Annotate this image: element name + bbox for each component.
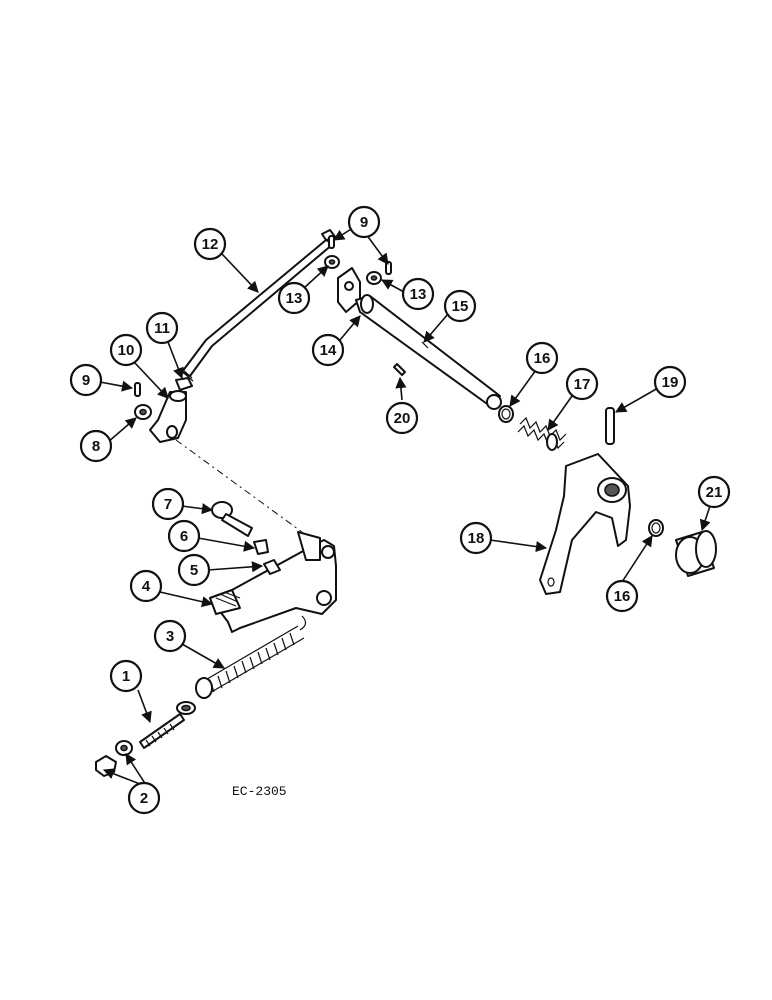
callout-11: 11 xyxy=(145,311,179,345)
callout-4: 4 xyxy=(129,569,163,603)
svg-text:15: 15 xyxy=(452,298,469,315)
part-washer-8 xyxy=(134,404,152,420)
svg-text:4: 4 xyxy=(142,578,151,595)
callout-19: 19 xyxy=(653,365,687,399)
part-nuts-2 xyxy=(95,740,133,777)
callout-9-upper: 9 xyxy=(347,205,381,239)
svg-text:11: 11 xyxy=(154,320,170,337)
svg-text:3: 3 xyxy=(166,628,174,645)
svg-text:21: 21 xyxy=(706,484,723,501)
callout-8: 8 xyxy=(79,429,113,463)
svg-text:7: 7 xyxy=(164,496,172,513)
callout-12: 12 xyxy=(193,227,227,261)
part-shaft-15 xyxy=(337,267,502,410)
callout-16-lower: 16 xyxy=(605,579,639,613)
svg-text:2: 2 xyxy=(140,790,148,807)
callout-9-left: 9 xyxy=(69,363,103,397)
callout-20: 20 xyxy=(385,401,419,435)
callout-6: 6 xyxy=(167,519,201,553)
part-washer-13 xyxy=(324,255,382,285)
svg-text:5: 5 xyxy=(190,562,198,579)
part-ring-16-lower xyxy=(648,519,664,537)
part-ring-16-upper xyxy=(498,405,514,423)
svg-text:13: 13 xyxy=(286,290,303,307)
callout-14: 14 xyxy=(311,333,345,367)
part-shift-fork-18 xyxy=(539,453,631,595)
part-bushing-21 xyxy=(675,530,717,577)
svg-text:9: 9 xyxy=(82,372,90,389)
drawing-reference-code: EC-2305 xyxy=(232,784,287,799)
part-pin-19 xyxy=(605,407,615,445)
callout-21: 21 xyxy=(697,475,731,509)
part-eye-bolt-1 xyxy=(139,701,196,749)
part-spring-17 xyxy=(517,416,567,451)
part-screw-6 xyxy=(253,539,269,555)
svg-text:18: 18 xyxy=(468,530,485,547)
part-bolt-7 xyxy=(211,501,253,537)
svg-text:13: 13 xyxy=(410,286,427,303)
callout-3: 3 xyxy=(153,619,187,653)
svg-text:12: 12 xyxy=(202,236,219,253)
leader-lines xyxy=(99,225,713,789)
callout-13-right: 13 xyxy=(401,277,435,311)
callout-17: 17 xyxy=(565,367,599,401)
part-pin-20 xyxy=(393,363,406,376)
svg-text:6: 6 xyxy=(180,528,188,545)
callout-16-upper: 16 xyxy=(525,341,559,375)
callout-5: 5 xyxy=(177,553,211,587)
alignment-line xyxy=(175,439,303,533)
svg-text:1: 1 xyxy=(122,668,130,685)
callout-10: 10 xyxy=(109,333,143,367)
callout-2: 2 xyxy=(127,781,161,815)
part-nut-5 xyxy=(263,559,281,575)
svg-text:19: 19 xyxy=(662,374,679,391)
part-nut-11 xyxy=(175,377,193,391)
callout-18: 18 xyxy=(459,521,493,555)
svg-text:14: 14 xyxy=(320,342,337,359)
svg-text:8: 8 xyxy=(92,438,100,455)
part-spring-3 xyxy=(195,615,307,699)
svg-text:10: 10 xyxy=(118,342,135,359)
callout-1: 1 xyxy=(109,659,143,693)
part-pedal-bracket-4 xyxy=(209,531,337,633)
svg-text:17: 17 xyxy=(574,376,591,393)
svg-text:16: 16 xyxy=(614,588,631,605)
part-lever-10 xyxy=(149,390,187,443)
svg-text:9: 9 xyxy=(360,214,368,231)
callout-15: 15 xyxy=(443,289,477,323)
callout-7: 7 xyxy=(151,487,185,521)
callout-13-left: 13 xyxy=(277,281,311,315)
part-pin-9-left xyxy=(134,382,141,397)
svg-text:20: 20 xyxy=(394,410,411,427)
svg-text:16: 16 xyxy=(534,350,551,367)
